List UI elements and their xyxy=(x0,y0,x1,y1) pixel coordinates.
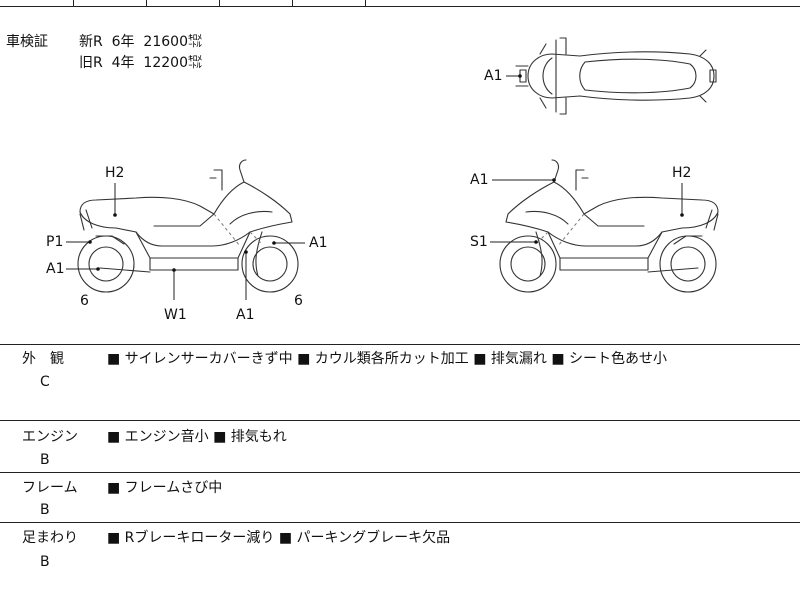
condition-grade: B xyxy=(40,452,50,468)
marker-a1-right: A1 xyxy=(470,172,489,188)
condition-items: ■ Rブレーキローター減り ■ パーキングブレーキ欠品 xyxy=(107,530,451,546)
marker-h2-right: H2 xyxy=(672,165,692,181)
header-row-border xyxy=(0,6,800,7)
marker-h2-left: H2 xyxy=(105,165,125,181)
condition-grade: C xyxy=(40,374,50,390)
row-divider xyxy=(0,420,800,421)
condition-category: 足まわり xyxy=(22,530,78,546)
scooter-damage-diagram xyxy=(66,37,719,300)
condition-category: エンジン xyxy=(22,429,78,445)
condition-grade: B xyxy=(40,502,50,518)
header-divider xyxy=(146,0,147,6)
inspection-label: 車検証 xyxy=(6,34,48,50)
section-divider xyxy=(0,344,800,345)
header-divider xyxy=(292,0,293,6)
scooter-right-view xyxy=(499,159,719,293)
marker-a1-left-bottom: A1 xyxy=(236,307,255,323)
condition-grade: B xyxy=(40,554,50,570)
marker-a1-left-front: A1 xyxy=(309,235,328,251)
inspection-old: 旧R 4年 12200㌖ xyxy=(79,55,202,71)
scooter-left-view xyxy=(77,159,299,293)
marker-6-left-rear: 6 xyxy=(80,293,89,309)
header-divider xyxy=(365,0,366,6)
row-divider xyxy=(0,472,800,473)
condition-items: ■ フレームさび中 xyxy=(107,480,223,496)
inspection-new: 新R 6年 21600㌖ xyxy=(79,34,202,50)
marker-w1-left: W1 xyxy=(164,307,187,323)
condition-category: フレーム xyxy=(22,480,78,496)
condition-items: ■ エンジン音小 ■ 排気もれ xyxy=(107,429,287,445)
condition-items: ■ サイレンサーカバーきず中 ■ カウル類各所カット加工 ■ 排気漏れ ■ シー… xyxy=(107,351,668,367)
marker-s1-right: S1 xyxy=(470,234,488,250)
marker-6-left-front: 6 xyxy=(294,293,303,309)
condition-category: 外 観 xyxy=(22,351,64,367)
scooter-top-view xyxy=(515,37,717,115)
row-divider xyxy=(0,522,800,523)
marker-a1-top: A1 xyxy=(484,68,503,84)
marker-p1-left: P1 xyxy=(46,234,64,250)
header-divider xyxy=(73,0,74,6)
header-divider xyxy=(219,0,220,6)
marker-a1-left-rear: A1 xyxy=(46,261,65,277)
